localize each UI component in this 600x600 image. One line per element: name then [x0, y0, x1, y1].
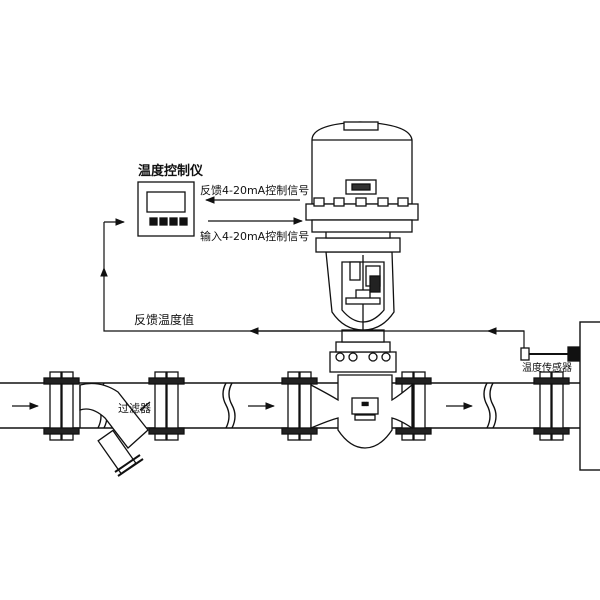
svg-text:▮▮▮: ▮▮▮ [362, 401, 369, 406]
temperature-controller [137, 181, 195, 237]
temperature-sensor-label: 温度传感器 [522, 361, 572, 374]
valve-yoke [315, 229, 401, 331]
strainer-label: 过滤器 [118, 402, 151, 415]
feedback-signal-label: 反馈4-20mA控制信号 [200, 183, 309, 197]
input-signal-label: 输入4-20mA控制信号 [200, 229, 309, 243]
electric-actuator [305, 121, 419, 233]
downstream-tank [579, 321, 600, 471]
controller-title: 温度控制仪 [138, 163, 204, 179]
signal-lines [100, 196, 525, 348]
flange-pairs [43, 371, 570, 441]
valve-body: ▮▮▮ [310, 329, 413, 449]
flange-pair-1 [43, 371, 80, 441]
temperature-sensor [520, 346, 581, 362]
flange-pair-5 [533, 371, 570, 441]
y-strainer [79, 382, 151, 477]
feedback-temperature-label: 反馈温度值 [134, 312, 194, 327]
sensor-to-controller-line [100, 267, 525, 348]
flange-pair-2 [148, 371, 185, 441]
flange-pair-3 [281, 371, 318, 441]
